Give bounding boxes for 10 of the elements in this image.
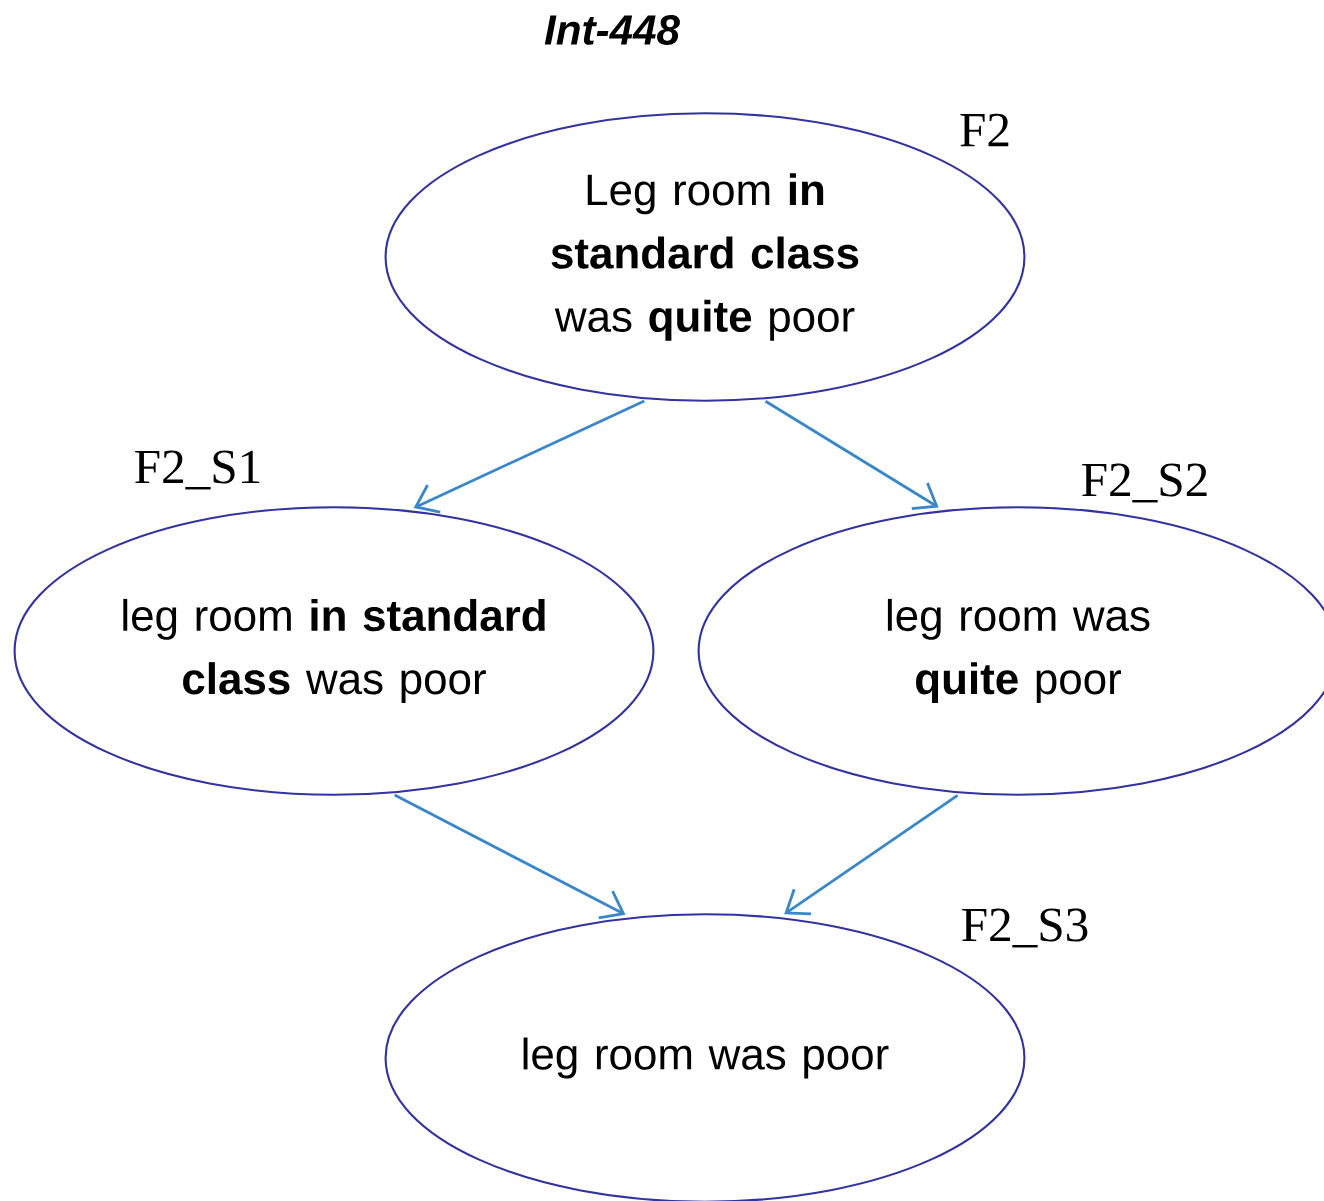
node-label: F2_S3	[962, 908, 1088, 948]
node-label: F2	[960, 113, 1009, 147]
node-label: F2_S1	[135, 450, 260, 490]
node-label: F2_S2	[1082, 463, 1207, 503]
arrow	[394, 793, 626, 920]
title: Int-448	[544, 15, 680, 45]
arrow	[413, 399, 645, 514]
arrow	[764, 400, 939, 510]
ellipse-node: leg room in standard class was poor	[13, 506, 655, 796]
arrow	[784, 794, 959, 916]
